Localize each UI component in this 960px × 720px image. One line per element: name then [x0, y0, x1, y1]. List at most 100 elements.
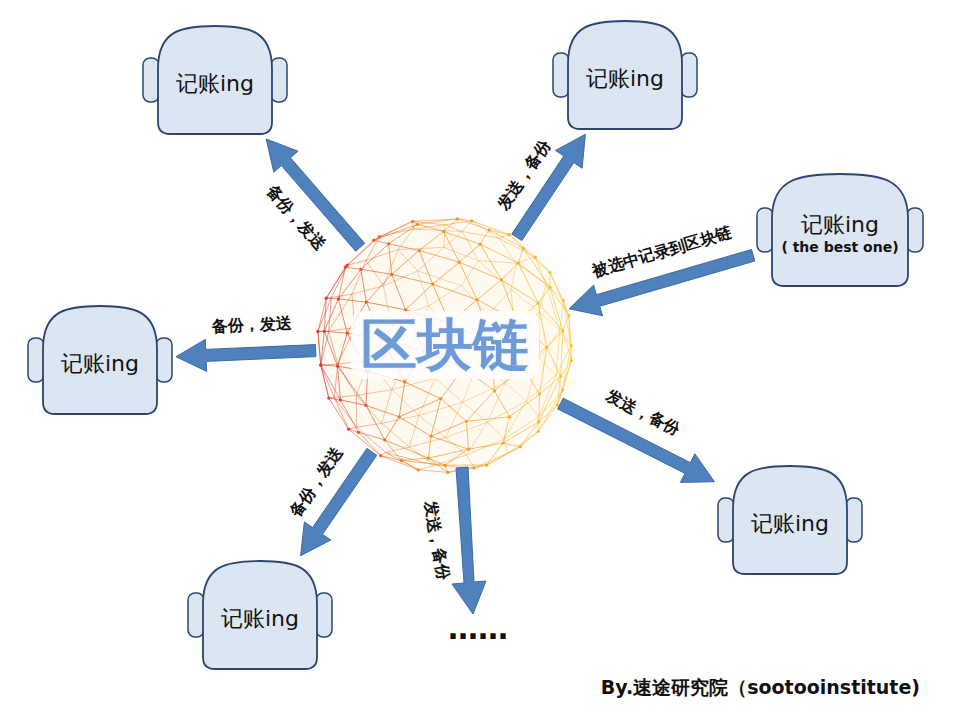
mesh-line	[445, 225, 462, 232]
mesh-line	[504, 439, 508, 453]
mesh-line	[499, 235, 510, 239]
mesh-line	[418, 465, 434, 470]
mesh-line	[487, 447, 521, 465]
mesh-dot	[417, 468, 420, 471]
robot-ear	[28, 338, 44, 382]
mesh-line	[324, 331, 337, 366]
mesh-dot	[359, 268, 362, 271]
mesh-line	[386, 452, 435, 465]
mesh-dot	[411, 220, 414, 223]
node-title: 记账ing	[61, 351, 139, 377]
mesh-dot	[346, 332, 349, 335]
mesh-line	[505, 383, 526, 401]
mesh-line	[518, 263, 538, 303]
mesh-line	[550, 273, 551, 288]
mesh-dot	[336, 365, 339, 368]
mesh-line	[538, 405, 557, 431]
mesh-line	[499, 238, 536, 257]
node-content: 记账ing	[586, 66, 664, 92]
mesh-line	[419, 402, 463, 415]
mesh-dot	[403, 380, 406, 383]
mesh-dot	[472, 466, 475, 469]
mesh-line	[523, 248, 550, 287]
mesh-dot	[467, 448, 470, 451]
mesh-dot	[561, 389, 564, 392]
mesh-line	[444, 232, 463, 248]
mesh-line	[321, 331, 325, 365]
mesh-line	[467, 439, 505, 455]
mesh-line	[326, 265, 347, 298]
mesh-line	[329, 294, 352, 331]
mesh-dot	[500, 278, 503, 281]
robot-ear	[156, 338, 172, 382]
accounting-robot: 记账ing	[156, 24, 274, 136]
mesh-line	[334, 364, 338, 397]
mesh-line	[467, 422, 488, 455]
mesh-line	[511, 290, 539, 312]
mesh-line	[563, 301, 571, 346]
accounting-robot: 记账ing( the best one)	[770, 172, 910, 288]
mesh-line	[474, 453, 508, 468]
robot-body	[203, 561, 317, 669]
mesh-line	[392, 378, 435, 389]
mesh-dot	[400, 459, 403, 462]
mesh-dot	[418, 249, 421, 252]
mesh-dot	[364, 404, 367, 407]
mesh-line	[398, 250, 418, 271]
mesh-dot	[427, 457, 430, 460]
mesh-line	[366, 260, 383, 285]
mesh-line	[487, 401, 526, 422]
mesh-dot	[372, 239, 375, 242]
mesh-line	[435, 378, 463, 402]
mesh-dot	[325, 297, 328, 300]
mesh-line	[366, 250, 398, 261]
node-title: 记账ing	[801, 212, 879, 238]
mesh-line	[357, 427, 386, 452]
mesh-line	[398, 229, 413, 249]
mesh-line	[444, 247, 479, 260]
mesh-dot	[346, 264, 349, 267]
mesh-dot	[559, 375, 562, 378]
mesh-line	[409, 447, 434, 465]
mesh-dot	[319, 364, 322, 367]
mesh-line	[561, 331, 563, 376]
mesh-line	[361, 269, 366, 302]
mesh-line	[334, 395, 356, 397]
mesh-line	[413, 229, 462, 231]
mesh-dot	[538, 393, 541, 396]
mesh-line	[429, 286, 462, 306]
sphere-glow	[309, 209, 581, 481]
mesh-line	[352, 286, 383, 294]
mesh-dot	[501, 442, 504, 445]
mesh-line	[419, 416, 446, 438]
node-title: 记账ing	[221, 606, 299, 632]
mesh-line	[446, 438, 467, 456]
accounting-robot: 记账ing	[201, 559, 319, 671]
mesh-line	[550, 273, 563, 301]
mesh-dot	[493, 389, 496, 392]
mesh-dot	[327, 397, 330, 400]
robot-ear	[846, 498, 862, 542]
mesh-line	[539, 375, 556, 417]
node-title: 记账ing	[586, 66, 664, 92]
mesh-line	[409, 416, 419, 448]
mesh-line	[366, 274, 391, 302]
mesh-dot	[561, 329, 564, 332]
mesh-line	[547, 347, 561, 376]
mesh-dot	[537, 430, 540, 433]
mesh-line	[428, 436, 431, 458]
mesh-line	[318, 298, 332, 332]
mesh-line	[418, 271, 429, 306]
robot-body	[772, 174, 908, 286]
sphere-mesh	[316, 217, 573, 474]
robot-ear	[553, 53, 569, 97]
mesh-line	[321, 365, 335, 397]
mesh-dot	[383, 438, 386, 441]
robot-body	[43, 306, 157, 414]
mesh-line	[398, 247, 444, 249]
mesh-line	[539, 358, 556, 375]
mesh-line	[431, 421, 466, 436]
mesh-dot	[458, 261, 461, 264]
node-content: 记账ing	[176, 71, 254, 97]
mesh-dot	[548, 271, 551, 274]
